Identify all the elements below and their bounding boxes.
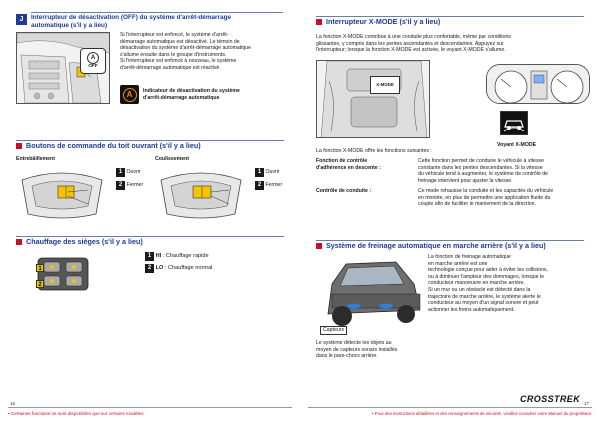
auto-stop-off-button[interactable]: A OFF xyxy=(80,48,106,74)
seat-callout-2: 2 xyxy=(36,280,44,288)
sunroof-section-title: Boutons de commande du toit ouvrant (s'i… xyxy=(26,141,201,150)
indicator-caption: Indicateur de désactivation du système d… xyxy=(143,88,240,101)
overhead-console-slide-drawing xyxy=(160,172,242,219)
feature-desc-descent: Cette fonction permet de conduire le véh… xyxy=(418,158,549,184)
tilt-item-number: 1 xyxy=(116,168,125,177)
tilt-items: 1 Ouvrir 2 Fermer xyxy=(116,168,143,190)
xmode-indicator-caption: Voyant X-MODE xyxy=(497,142,537,148)
seat-item-number: 2 xyxy=(145,264,154,273)
xmode-section-header: Interrupteur X-MODE (s'il y a lieu) xyxy=(316,16,584,27)
feature-term-descent: Fonction de contrôle d'adhérence en desc… xyxy=(316,158,381,171)
slide-items: 1 Ouvrir 2 Fermer xyxy=(255,168,282,190)
section-marker xyxy=(316,243,322,249)
rear-brake-caption: Le système détecte les objets au moyen d… xyxy=(316,340,398,360)
right-page-number: 17 xyxy=(584,401,590,406)
section-j-body: Si l'interrupteur est enfoncé, le systèm… xyxy=(120,32,252,71)
slide-item-number: 1 xyxy=(255,168,264,177)
xmode-console-illustration xyxy=(316,60,430,138)
center-console-drawing xyxy=(317,61,429,137)
xmode-section-title: Interrupteur X-MODE (s'il y a lieu) xyxy=(326,17,441,26)
seat-item-number: 1 xyxy=(145,252,154,261)
off-button-label: OFF xyxy=(88,64,98,69)
sunroof-tilt-illustration xyxy=(16,164,108,222)
instrument-cluster-illustration xyxy=(486,64,590,104)
left-page: J Interrupteur de désactivation (OFF) du… xyxy=(8,12,292,416)
xmode-indicator-icon xyxy=(500,111,528,135)
overhead-console-tilt-drawing xyxy=(21,172,103,219)
left-page-number: 16 xyxy=(10,401,16,406)
sunroof-slide-illustration xyxy=(155,164,247,222)
rear-brake-section-header: Système de freinage automatique en march… xyxy=(316,240,584,251)
section-marker xyxy=(16,239,22,245)
sensors-label: Capteurs xyxy=(320,326,348,335)
heated-seat-items: 1 HI : Chauffage rapide 2 LO : Chauffage… xyxy=(145,252,212,273)
feature-desc-drive: Ce mode rehausse la conduite et les capa… xyxy=(418,188,554,208)
seat-callout-1: 1 xyxy=(36,264,44,272)
slide-item-number: 2 xyxy=(255,181,264,190)
seat-heater-switch-drawing xyxy=(37,257,89,291)
rear-brake-body: La fonction de freinage automatique en m… xyxy=(428,254,548,313)
slide-label: Coulissement xyxy=(155,156,190,162)
xmode-button[interactable]: X-MODE xyxy=(370,76,400,94)
tilt-item-number: 2 xyxy=(116,181,125,190)
xmode-button-label: X-MODE xyxy=(376,82,394,87)
section-marker xyxy=(16,143,22,149)
auto-stop-off-icon: A xyxy=(87,52,99,64)
right-footnote: • Pour des instructions détaillées et de… xyxy=(372,411,593,416)
rear-brake-section-title: Système de freinage automatique en march… xyxy=(326,241,546,250)
section-j-badge: J xyxy=(16,14,27,25)
heated-seats-section-header: Chauffage des sièges (s'il y a lieu) xyxy=(16,236,284,247)
car-rear-illustration xyxy=(316,254,424,334)
feature-term-drive: Contrôle de conduite : xyxy=(316,188,372,194)
brand-logo: CROSSTREK xyxy=(520,394,581,404)
tilt-label: Entrebâillement xyxy=(16,156,55,162)
right-footer-rule xyxy=(308,407,592,408)
left-footer-rule xyxy=(8,407,292,408)
right-page: Interrupteur X-MODE (s'il y a lieu) La f… xyxy=(300,0,600,425)
heated-seats-section-title: Chauffage des sièges (s'il y a lieu) xyxy=(26,237,143,246)
xmode-offers-text: La fonction X-MODE offre les fonctions s… xyxy=(316,148,432,154)
auto-stop-off-indicator-icon: A xyxy=(120,85,139,104)
car-rear-drawing xyxy=(327,261,421,326)
cluster-gauges-drawing xyxy=(487,65,589,103)
xmode-body: La fonction X-MODE contribue à une condu… xyxy=(316,34,511,54)
left-footnote: • Certaines fonctions ne sont disponible… xyxy=(8,411,145,416)
sunroof-section-header: Boutons de commande du toit ouvrant (s'i… xyxy=(16,140,284,151)
dashboard-illustration xyxy=(16,32,110,104)
section-j-title: Interrupteur de désactivation (OFF) du s… xyxy=(31,12,283,30)
heated-seat-switch-illustration xyxy=(36,256,90,292)
section-marker xyxy=(316,19,322,25)
dashboard-drawing xyxy=(17,33,109,103)
xmode-car-symbol xyxy=(503,120,525,132)
